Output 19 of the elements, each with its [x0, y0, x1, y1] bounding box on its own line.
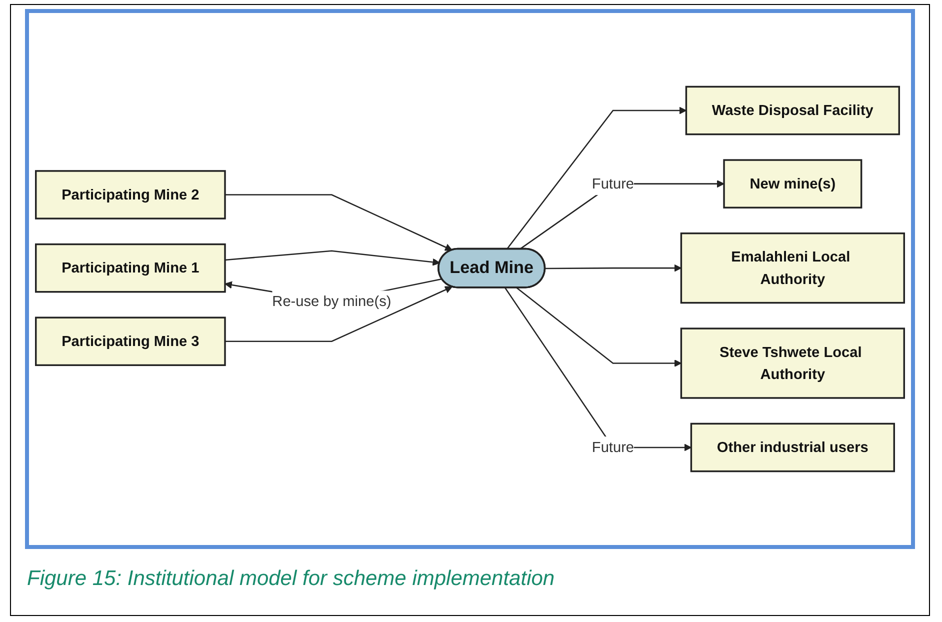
- arrow: [545, 264, 682, 272]
- node-box: Emalahleni Local Authority: [680, 232, 905, 304]
- node-box: Participating Mine 3: [35, 316, 226, 366]
- node-box: Participating Mine 2: [35, 170, 226, 220]
- edge-label: Re-use by mine(s): [272, 293, 392, 310]
- arrow: [504, 287, 692, 452]
- arrow: [225, 194, 452, 251]
- arrow: [516, 287, 682, 368]
- node-box: Other industrial users: [690, 422, 895, 472]
- arrow: [224, 250, 440, 266]
- node-box: Participating Mine 1: [35, 243, 226, 293]
- arrow: [506, 106, 687, 250]
- arrow: [225, 286, 452, 342]
- node-box: Waste Disposal Facility: [685, 86, 900, 136]
- node-box: Steve Tshwete Local Authority: [680, 328, 905, 399]
- edge-label: Future: [592, 439, 634, 456]
- figure-caption: Figure 15: Institutional model for scheme implementation: [27, 567, 555, 591]
- node-box: New mine(s): [723, 159, 862, 208]
- edge-label: Future: [592, 175, 634, 192]
